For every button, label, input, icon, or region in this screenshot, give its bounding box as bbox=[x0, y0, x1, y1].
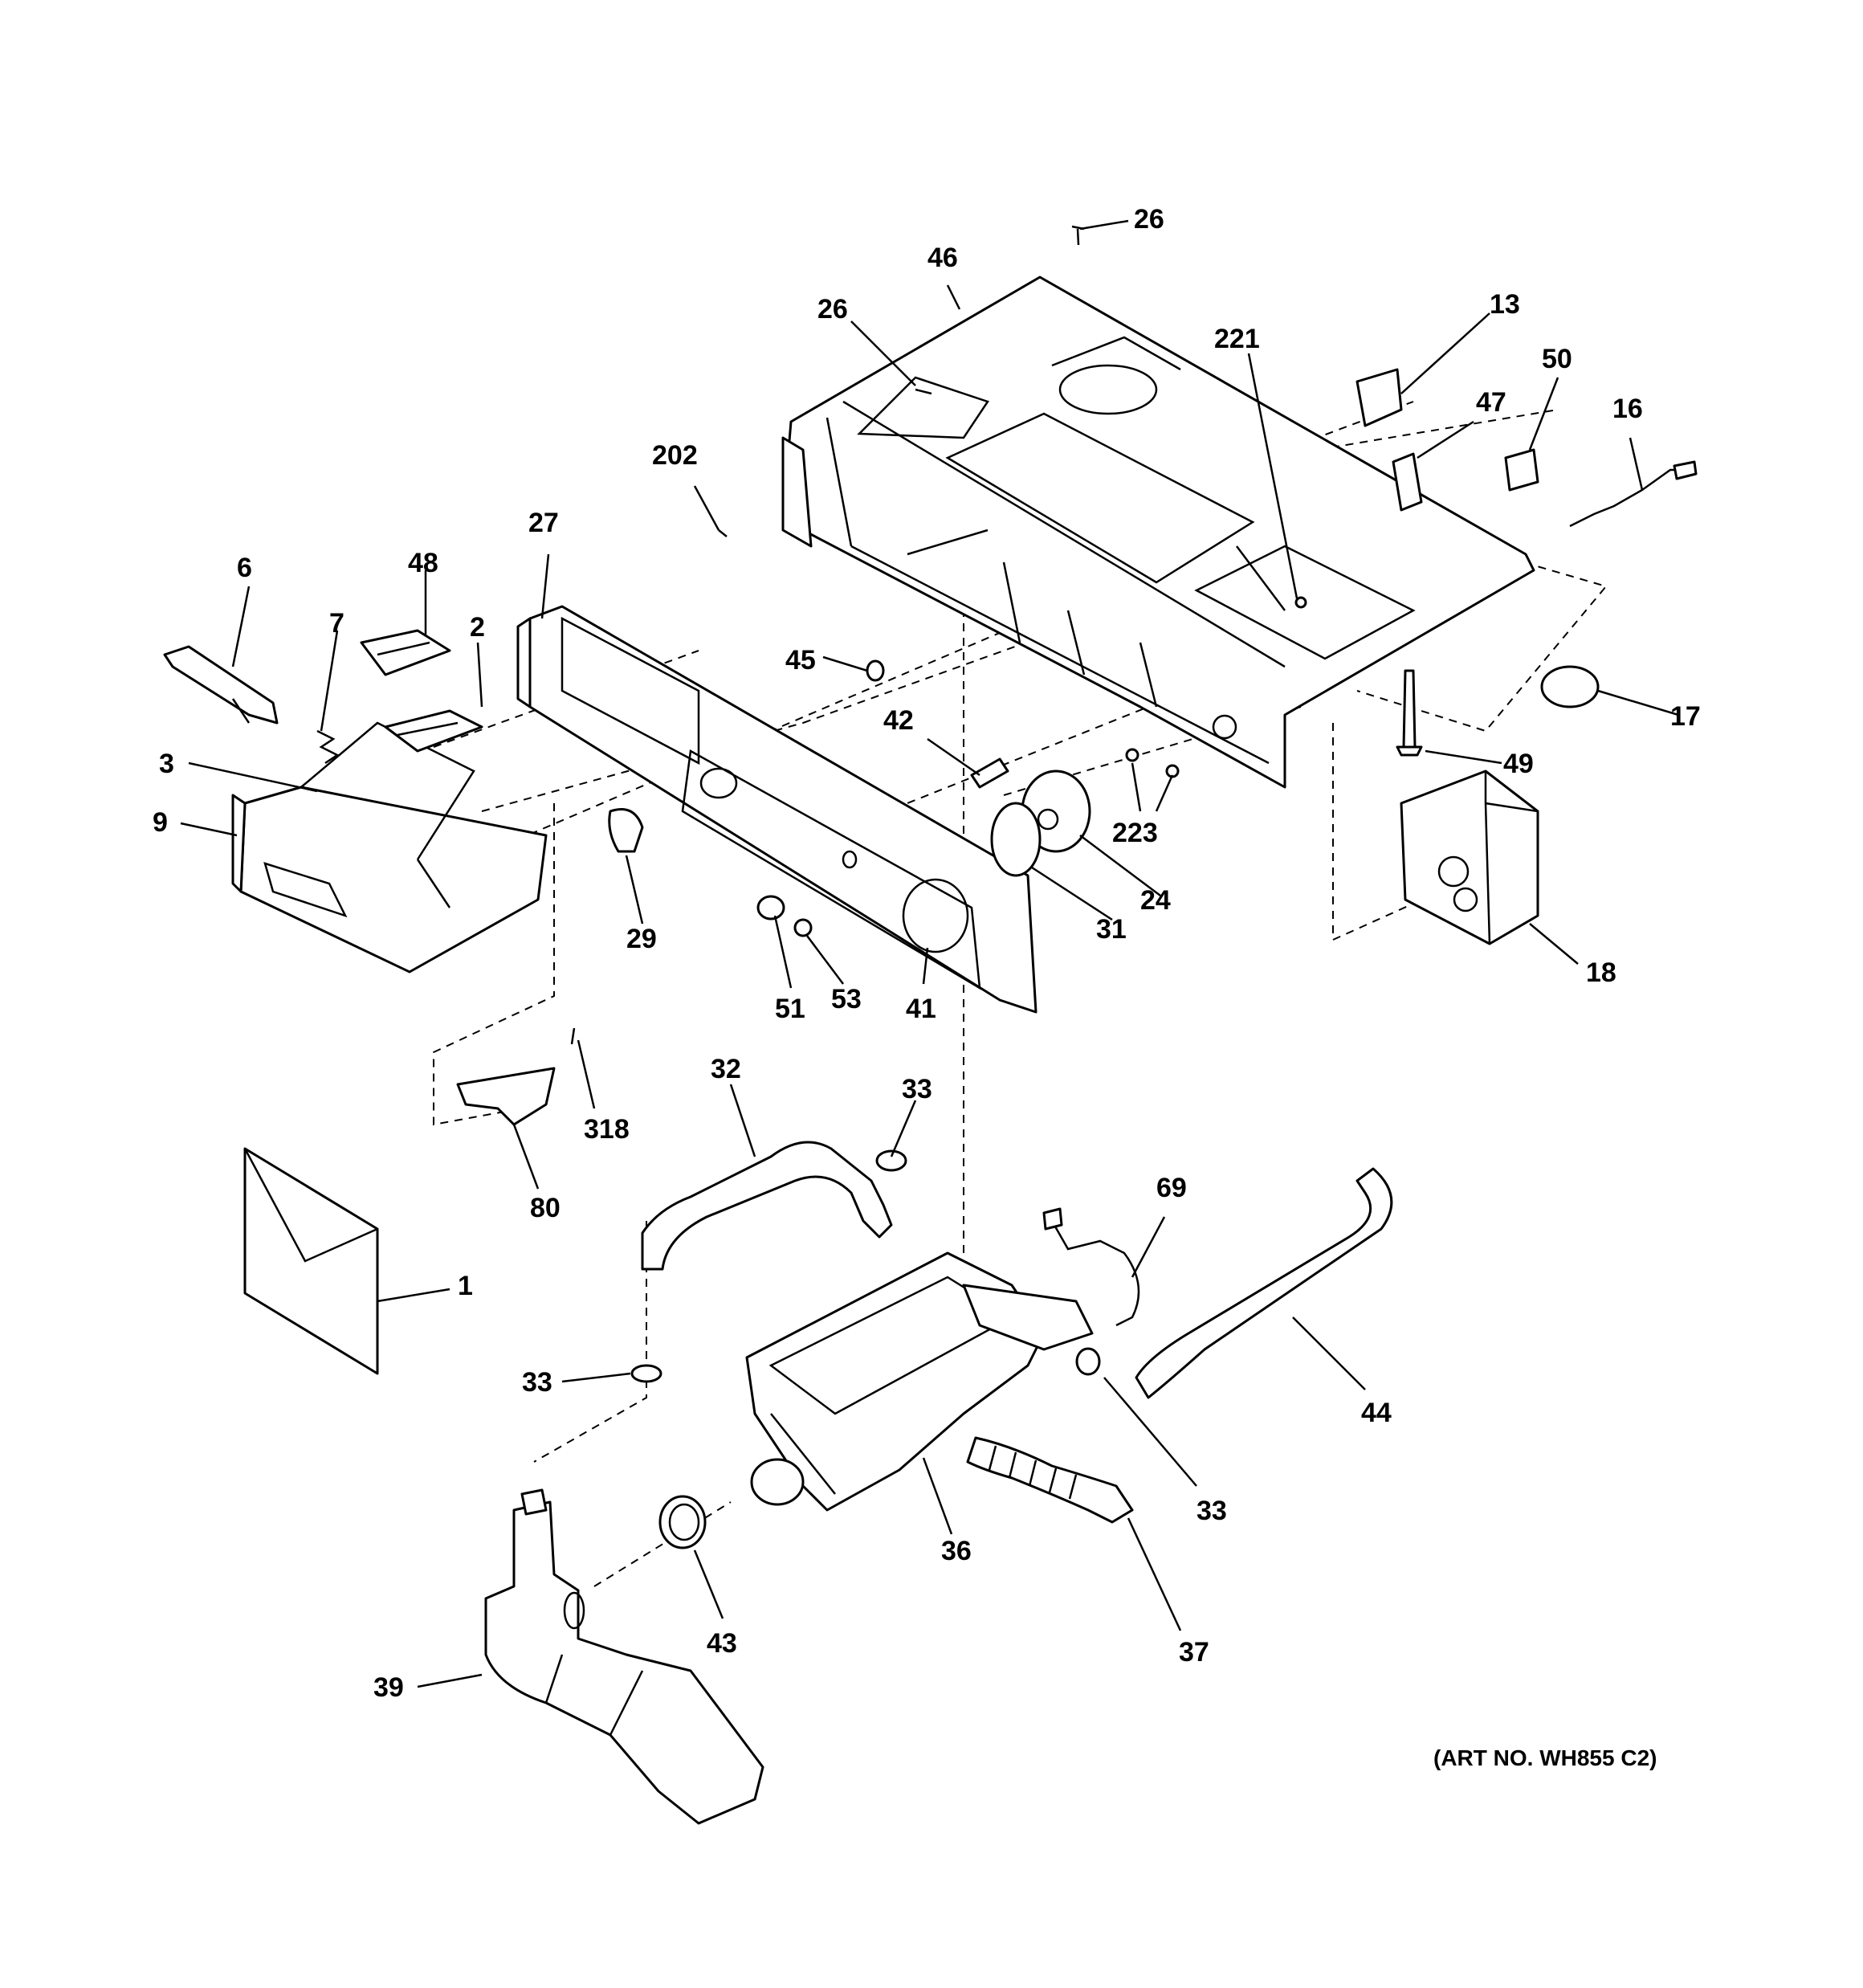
gasket-43 bbox=[658, 1495, 707, 1549]
callout-202: 202 bbox=[652, 440, 698, 471]
bracket-80 bbox=[456, 1067, 556, 1126]
screw-221 bbox=[1294, 596, 1307, 609]
button-53 bbox=[793, 918, 813, 937]
wire-harness-16 bbox=[1569, 460, 1698, 528]
callout-27: 27 bbox=[528, 508, 559, 538]
clamp-33-right bbox=[1075, 1347, 1101, 1376]
knob-29 bbox=[608, 808, 644, 853]
callout-51: 51 bbox=[775, 994, 805, 1024]
callout-36: 36 bbox=[941, 1536, 972, 1566]
callout-45: 45 bbox=[785, 645, 816, 676]
screw-318 bbox=[570, 1027, 576, 1045]
callout-33: 33 bbox=[522, 1367, 552, 1398]
disc-31 bbox=[990, 802, 1042, 877]
callout-6: 6 bbox=[237, 553, 252, 583]
callout-2: 2 bbox=[470, 612, 485, 643]
callout-49: 49 bbox=[1503, 749, 1534, 779]
callout-3: 3 bbox=[159, 749, 174, 779]
duct-39 bbox=[484, 1488, 764, 1825]
spring-7 bbox=[316, 729, 340, 765]
callout-37: 37 bbox=[1179, 1637, 1209, 1668]
hose-32 bbox=[641, 1141, 893, 1271]
callout-labels: 26 46 26 13 221 50 47 16 202 27 48 6 7 2… bbox=[153, 204, 1701, 1703]
callout-26: 26 bbox=[1134, 204, 1164, 235]
callout-17: 17 bbox=[1670, 701, 1701, 732]
button-51 bbox=[756, 895, 785, 921]
screw-49 bbox=[1396, 669, 1423, 757]
callout-26: 26 bbox=[817, 294, 848, 325]
clamp-33-left bbox=[630, 1364, 662, 1383]
callout-39: 39 bbox=[373, 1672, 404, 1703]
spacer-47 bbox=[1392, 452, 1423, 512]
dispenser-cup-2 bbox=[384, 709, 483, 753]
control-panel-bracket-46 bbox=[781, 276, 1535, 789]
envelope-1 bbox=[243, 1147, 379, 1375]
callout-13: 13 bbox=[1490, 289, 1520, 320]
callout-18: 18 bbox=[1586, 957, 1616, 988]
callout-48: 48 bbox=[408, 548, 438, 578]
callout-33: 33 bbox=[1196, 1496, 1227, 1526]
callout-42: 42 bbox=[883, 705, 914, 736]
callout-9: 9 bbox=[153, 807, 168, 838]
callout-50: 50 bbox=[1542, 344, 1572, 374]
art-number-label: (ART NO. WH855 C2) bbox=[1433, 1745, 1657, 1770]
dispenser-lever-6 bbox=[163, 645, 279, 725]
callout-31: 31 bbox=[1096, 914, 1127, 945]
callout-46: 46 bbox=[927, 243, 958, 273]
screw-202 bbox=[718, 529, 728, 537]
callout-223: 223 bbox=[1112, 818, 1158, 848]
callout-32: 32 bbox=[711, 1054, 741, 1084]
callout-47: 47 bbox=[1476, 387, 1506, 418]
callout-43: 43 bbox=[707, 1628, 737, 1659]
callout-16: 16 bbox=[1612, 394, 1643, 424]
clip-45 bbox=[866, 659, 885, 682]
callout-44: 44 bbox=[1361, 1398, 1392, 1428]
callout-69: 69 bbox=[1156, 1173, 1187, 1203]
bellows-hose-37 bbox=[966, 1436, 1134, 1524]
switch-17 bbox=[1540, 665, 1600, 708]
control-panel-27 bbox=[516, 605, 1037, 1014]
callout-29: 29 bbox=[626, 924, 657, 954]
control-module-18 bbox=[1400, 769, 1539, 945]
component-13 bbox=[1355, 368, 1403, 427]
clamp-33-top bbox=[875, 1149, 907, 1172]
valve-assembly-36 bbox=[745, 1251, 1094, 1512]
switch-50 bbox=[1504, 448, 1539, 492]
callout-318: 318 bbox=[584, 1114, 630, 1145]
leader-lines bbox=[180, 219, 1679, 1688]
callout-80: 80 bbox=[530, 1193, 561, 1223]
callout-53: 53 bbox=[831, 984, 862, 1014]
callout-1: 1 bbox=[458, 1271, 473, 1301]
dispenser-cup-48 bbox=[360, 629, 451, 676]
dispenser-drawer-9 bbox=[231, 721, 548, 974]
hose-44 bbox=[1135, 1167, 1393, 1399]
shaft-42 bbox=[970, 757, 1009, 789]
callout-24: 24 bbox=[1140, 885, 1171, 916]
wire-harness-69 bbox=[1042, 1207, 1140, 1327]
screw-26-bracket bbox=[915, 388, 932, 395]
callout-41: 41 bbox=[906, 994, 936, 1024]
callout-33: 33 bbox=[902, 1074, 932, 1104]
callout-7: 7 bbox=[329, 608, 344, 639]
screws-223 bbox=[1125, 748, 1180, 778]
callout-221: 221 bbox=[1214, 324, 1260, 354]
